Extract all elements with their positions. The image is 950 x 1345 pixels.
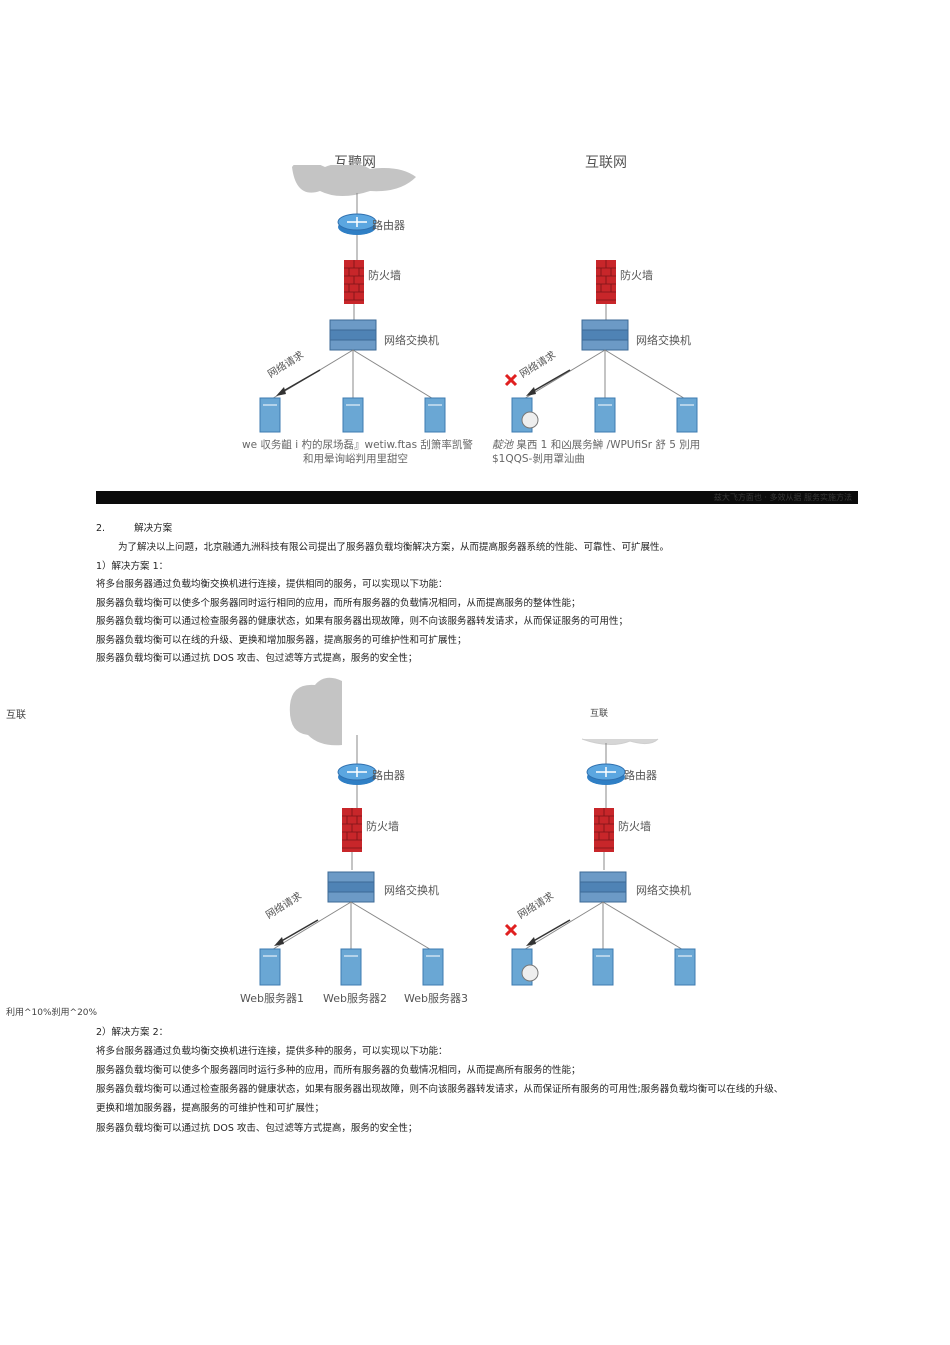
router-icon	[337, 213, 377, 235]
side-label-right: 互联	[590, 709, 609, 719]
router-label: 路由器	[372, 219, 405, 232]
x-mark-icon	[504, 923, 518, 937]
switch-icon	[579, 871, 627, 903]
firewall-icon	[342, 808, 362, 852]
server-icon	[592, 948, 614, 986]
server-icon	[674, 948, 696, 986]
x-mark-icon	[504, 373, 518, 387]
plan2-line: 将多台服务器通过负载均衡交换机进行连接，提供多种的服务，可以实现以下功能：	[96, 1046, 448, 1057]
black-bar: 兹大飞方面也 · 多效从据 服务实施方法	[96, 491, 858, 504]
heading-number: 2.	[96, 523, 106, 534]
router-icon	[586, 763, 626, 785]
switch-icon	[327, 871, 375, 903]
cloud-icon	[292, 165, 416, 196]
cloud-icon	[581, 738, 659, 745]
server-icon	[676, 397, 698, 433]
server-icon	[342, 397, 364, 433]
plan2-line: 服务器负载均衡可以通过抗 DOS 攻击、包过滤等方式提高，服务的安全性；	[96, 1123, 418, 1134]
bottom-left-text: 利用^10%刹用^20%	[6, 1008, 98, 1018]
server-failed-icon	[511, 948, 539, 986]
caption-left-line2: 和用晕询峪判用里甜空	[303, 453, 408, 465]
firewall-label: 防火墙	[618, 820, 651, 833]
router-icon	[337, 763, 377, 785]
server-icon	[424, 397, 446, 433]
caption-left-line1: we 収务齟 i 杓的尿场磊』wetiw.ftas 刮箫率凯警	[242, 439, 473, 451]
firewall-label: 防火墙	[366, 820, 399, 833]
server-label: Web服务器1	[240, 992, 304, 1005]
plan2-line: 服务器负载均衡可以使多个服务器同时运行多种的应用，而所有服务器的负载情况相同，从…	[96, 1065, 581, 1076]
switch-label: 网络交换机	[636, 334, 691, 347]
switch-label: 网络交换机	[384, 884, 439, 897]
plan2-title: 2）解决方案 2：	[96, 1027, 169, 1038]
switch-icon	[581, 319, 629, 351]
router-label: 路由器	[372, 769, 405, 782]
cloud-title-right: 互联网	[585, 155, 627, 171]
intro-paragraph: 为了解决以上问题，北京融通九洲科技有限公司提出了服务器负载均衡解决方案，从而提高…	[118, 542, 670, 553]
bottom-network-svg	[259, 677, 696, 986]
caption-right-line1: 靛池 臬西 1 和凶展务鰰 /WPUfiSr 舒 5 別用	[492, 438, 700, 452]
switch-label: 网络交换机	[384, 334, 439, 347]
plan1-line: 服务器负载均衡可以使多个服务器同时运行相同的应用，而所有服务器的负载情况相同，从…	[96, 598, 581, 609]
top-network-svg	[259, 165, 698, 433]
server-icon	[259, 397, 281, 433]
caption-right-italic: 靛池	[492, 439, 513, 451]
plan1-line: 服务器负载均衡可以在线的升级、更换和增加服务器，提高服务的可维护性和可扩展性；	[96, 635, 467, 646]
server-label: Web服务器2	[323, 992, 387, 1005]
firewall-label: 防火墙	[620, 269, 653, 282]
router-label: 路由器	[624, 769, 657, 782]
caption-right-text: 臬西 1 和凶展务鰰 /WPUfiSr 舒 5 別用	[516, 439, 701, 451]
server-icon	[340, 948, 362, 986]
side-label-left: 互联	[6, 710, 26, 721]
firewall-icon	[596, 260, 616, 304]
server-icon	[422, 948, 444, 986]
plan1-line: 服务器负载均衡可以通过抗 DOS 攻击、包过滤等方式提高，服务的安全性；	[96, 653, 418, 664]
server-failed-icon	[511, 397, 539, 433]
bar-text: 兹大飞方面也 · 多效从据 服务实施方法	[713, 493, 852, 502]
plan2-line: 服务器负载均衡可以通过检查服务器的健康状态，如果有服务器出现故障，则不向该服务器…	[96, 1084, 784, 1095]
server-icon	[259, 948, 281, 986]
firewall-icon	[344, 260, 364, 304]
section-heading: 2. 解决方案	[96, 520, 172, 534]
switch-icon	[329, 319, 377, 351]
firewall-label: 防火墙	[368, 269, 401, 282]
plan2-line: 更换和增加服务器，提高服务的可维护性和可扩展性；	[96, 1103, 325, 1114]
plan1-line: 将多台服务器通过负载均衡交换机进行连接，提供相同的服务，可以实现以下功能：	[96, 579, 448, 590]
firewall-icon	[594, 808, 614, 852]
switch-label: 网络交换机	[636, 884, 691, 897]
heading-text: 解决方案	[134, 523, 173, 534]
caption-right-line2: $1QQS-剝用罩汕曲	[492, 453, 585, 465]
plan1-title: 1）解决方案 1：	[96, 561, 169, 572]
plan1-line: 服务器负载均衡可以通过检查服务器的健康状态，如果有服务器出现故障，则不向该服务器…	[96, 616, 629, 627]
server-label: Web服务器3	[404, 992, 468, 1005]
server-icon	[594, 397, 616, 433]
cloud-icon	[289, 677, 342, 746]
